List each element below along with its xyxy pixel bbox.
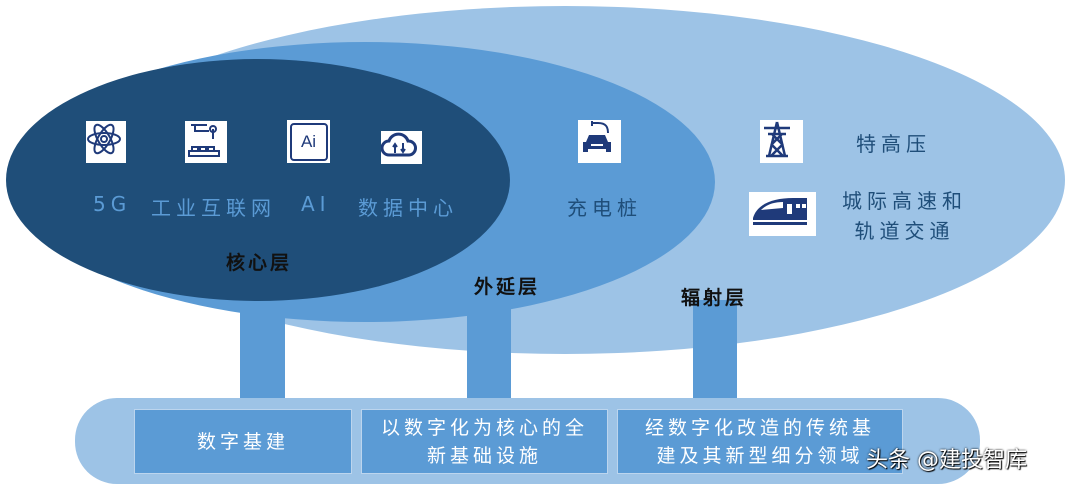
- core-layer-ellipse: [6, 59, 510, 301]
- watermark: 头条 @建投智库: [866, 448, 1027, 473]
- core-item-label-data-center: 数据中心: [358, 196, 458, 220]
- high-speed-train-icon: [749, 192, 816, 236]
- core-item-label-ai: AI: [301, 192, 331, 216]
- core-item-label-5g: 5G: [93, 192, 132, 216]
- core-layer-label: 核心层: [226, 252, 293, 274]
- pillar-middle: [467, 300, 511, 404]
- ai-icon: Ai: [287, 120, 330, 163]
- extension-item-label-charging-pile: 充电桩: [567, 196, 642, 220]
- radiation-layer-label: 辐射层: [681, 287, 748, 309]
- ai-icon-glyph: Ai: [289, 122, 328, 161]
- extension-layer-label: 外延层: [474, 276, 541, 298]
- radiation-item-label-intercity-rail: 城际高速和 轨道交通: [842, 189, 967, 243]
- cloud-upload-download-icon: [381, 131, 422, 164]
- charging-car-icon: [578, 120, 621, 163]
- core-item-label-industrial-internet: 工业互联网: [151, 196, 276, 220]
- pillar-right: [693, 300, 737, 404]
- power-tower-icon: [760, 120, 803, 163]
- bottom-box-digital-infrastructure: 数字基建: [134, 409, 352, 474]
- atom-icon: [86, 121, 126, 163]
- bottom-box-traditional-infrastructure: 经数字化改造的传统基 建及其新型细分领域: [617, 409, 903, 474]
- pillar-left: [240, 290, 285, 404]
- bottom-box-new-infrastructure: 以数字化为核心的全 新基础设施: [361, 409, 608, 474]
- radiation-item-label-uhv: 特高压: [856, 132, 931, 156]
- robot-arm-assembly-icon: [185, 121, 227, 163]
